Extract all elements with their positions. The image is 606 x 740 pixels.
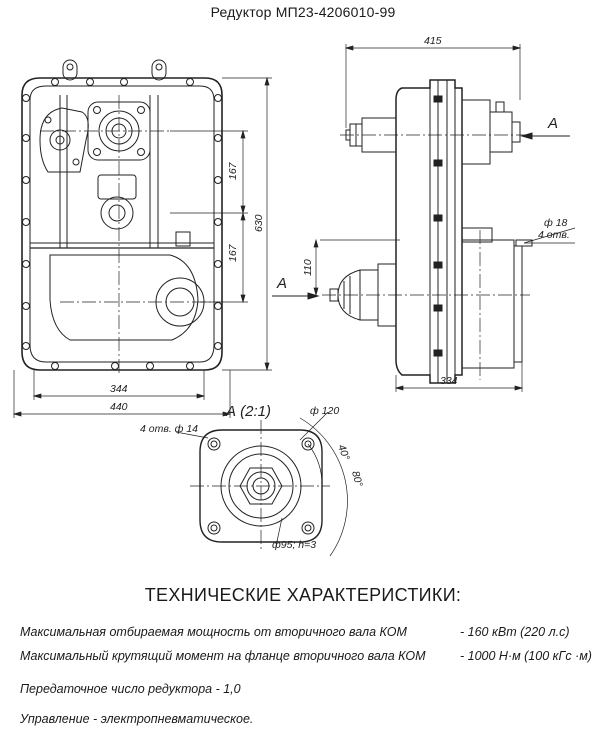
view-arrow-a-left: [272, 292, 320, 300]
dim-440: 440: [110, 401, 128, 413]
view-a-flange: [199, 429, 323, 543]
side-bolts: [433, 95, 443, 357]
dim-110: 110: [302, 259, 314, 276]
perimeter-bolts: [22, 78, 222, 370]
spec-row-control-label: Управление - электропневматическое.: [20, 712, 254, 726]
dim-167-lower: 167: [227, 243, 239, 262]
label-view-a: А (2:1): [225, 403, 271, 420]
control-lever: [39, 107, 89, 173]
label-arrow-a-right: А: [547, 115, 558, 132]
dim-630: 630: [253, 214, 265, 232]
dim-angle-40: 40°: [335, 443, 352, 462]
side-housing-outline: [395, 79, 463, 384]
dim-holes-d14: 4 отв. ф 14: [140, 423, 198, 435]
dim-415: 415: [424, 35, 442, 47]
dim-d95: ф95; h=3: [272, 539, 316, 551]
spec-row-torque-label: Максимальный крутящий момент на фланце в…: [20, 649, 426, 663]
spec-row-torque: Максимальный крутящий момент на фланце в…: [20, 649, 592, 663]
dim-344: 344: [110, 383, 128, 395]
view-arrow-a-right: [520, 132, 570, 140]
dim-holes-4: 4 отв.: [538, 229, 570, 241]
side-view: [272, 79, 570, 384]
spec-row-ratio: Передаточное число редуктора - 1,0: [20, 682, 241, 696]
side-dimensions: [313, 44, 576, 392]
spec-row-torque-value: - 1000 Н·м (100 кГс ·м): [460, 649, 592, 663]
spec-row-power: Максимальная отбираемая мощность от втор…: [20, 625, 570, 639]
lower-housing-cavity: [49, 254, 199, 341]
front-dimensions: [12, 76, 272, 418]
spec-row-power-value: - 160 кВт (220 л.с): [460, 625, 570, 639]
dim-334: 334: [440, 375, 458, 387]
view-a-bolt-holes: [207, 437, 315, 535]
control-cylinder: [461, 99, 521, 165]
pump-housing: [461, 227, 533, 369]
drawing-title: Редуктор МП23-4206010-99: [210, 4, 396, 20]
specs-heading: ТЕХНИЧЕСКИЕ ХАРАКТЕРИСТИКИ:: [144, 585, 462, 605]
dim-167-upper: 167: [227, 161, 239, 180]
spec-row-power-label: Максимальная отбираемая мощность от втор…: [20, 625, 407, 639]
detail-view-a: [175, 411, 348, 557]
lifting-eye-right: [151, 59, 167, 81]
lifting-eye-left: [62, 59, 78, 81]
shaft-boss: [100, 196, 134, 230]
front-view: [21, 59, 223, 375]
front-housing-outline: [21, 77, 223, 371]
dim-d18: ф 18: [544, 217, 568, 229]
spec-row-control: Управление - электропневматическое.: [20, 712, 253, 726]
spec-row-ratio-label: Передаточное число редуктора - 1,0: [20, 682, 241, 696]
dim-angle-80: 80°: [349, 470, 365, 488]
dim-d120: ф 120: [310, 405, 339, 417]
label-arrow-a-left: А: [276, 275, 287, 292]
